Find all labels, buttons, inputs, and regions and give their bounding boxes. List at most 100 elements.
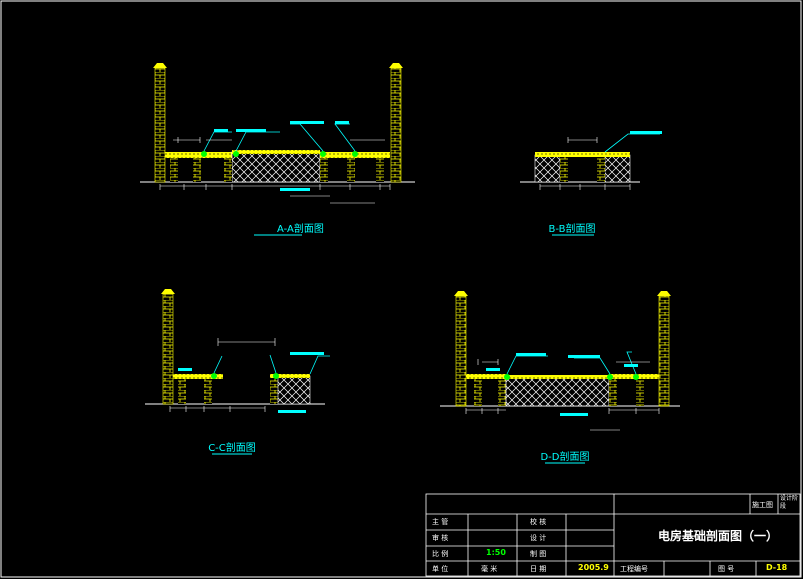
tb-review-label: 审 核	[432, 534, 449, 542]
dd-section-title: D-D剖面图	[540, 450, 589, 463]
aa-pier-5	[347, 158, 355, 182]
tb-sheet-value: D-18	[766, 563, 788, 572]
bb-note-1	[630, 131, 662, 134]
bb-right-slab	[604, 154, 631, 183]
dd-upper-dims	[477, 359, 650, 365]
dd-pipe-2	[607, 374, 613, 380]
tb-design-stage-label: 设计阶段	[780, 495, 799, 510]
aa-pier-2	[193, 158, 201, 182]
tb-scale-label: 比 例	[432, 550, 449, 558]
tb-unit-value: 毫 米	[481, 565, 498, 573]
tb-date-label: 日 期	[530, 565, 547, 573]
bb-leader	[604, 133, 660, 153]
tb-stage-label: 施工图	[752, 501, 773, 509]
aa-pier-4	[320, 158, 328, 182]
dd-right-wall	[658, 295, 670, 407]
bb-pier-1	[560, 157, 568, 182]
cc-pipe-1	[211, 373, 217, 379]
tb-date-value: 2005.9	[578, 563, 609, 572]
section-dd: D-D剖面图	[440, 291, 680, 464]
aa-dim-line	[159, 184, 391, 190]
aa-pipe-4	[352, 151, 358, 157]
bb-top-dim	[567, 137, 598, 143]
tb-check-label: 校 核	[530, 518, 547, 526]
tb-drawing-title: 电房基础剖面图（一）	[658, 529, 779, 543]
cc-pier-3	[270, 379, 278, 404]
aa-section-title: A-A剖面图	[277, 222, 324, 235]
dd-note-5	[560, 413, 588, 416]
dd-dim-lines	[465, 408, 660, 431]
dd-left-cover	[466, 374, 506, 379]
bb-section-title: B-B剖面图	[549, 222, 596, 235]
aa-note-3	[214, 129, 228, 132]
section-bb: B-B剖面图	[520, 131, 662, 236]
title-block: 主 管 校 核 审 核 设 计 比 例 1:50 制 图 单 位 毫 米 日 期…	[426, 494, 800, 576]
section-aa: A-A剖面图	[140, 63, 415, 236]
aa-pier-3	[224, 158, 232, 182]
aa-pipe-3	[320, 151, 326, 157]
cc-note-3	[278, 410, 306, 413]
cc-right-slab	[277, 375, 311, 405]
tb-sheet-label: 图 号	[718, 565, 735, 573]
dd-pipe-1	[504, 374, 510, 380]
aa-left-cover	[165, 152, 237, 158]
dd-pier-4	[636, 379, 644, 406]
cc-left-wall-cap	[161, 289, 175, 294]
dd-note-2	[568, 355, 600, 358]
cc-pier-1	[178, 379, 186, 404]
title-block-grid	[425, 493, 801, 577]
tb-project-label: 工程编号	[620, 565, 648, 573]
dd-pipe-3	[633, 374, 639, 380]
aa-right-wall	[390, 67, 402, 183]
aa-pier-6	[376, 158, 384, 182]
cc-left-wall	[162, 293, 174, 405]
bb-cover	[535, 152, 630, 157]
cc-right-cover	[270, 374, 310, 378]
cc-section-title: C-C剖面图	[208, 441, 256, 454]
dd-note-3	[486, 368, 500, 371]
aa-note-4	[335, 121, 349, 124]
cc-note-2	[178, 368, 192, 371]
dd-right-wall-cap	[657, 291, 671, 296]
cc-left-cover	[173, 374, 223, 379]
aa-center-slab	[231, 151, 321, 183]
aa-lower-dims	[290, 195, 375, 204]
section-cc: C-C剖面图	[145, 289, 330, 455]
aa-note-2	[290, 121, 324, 124]
cc-leaders	[213, 354, 330, 375]
dd-pier-1	[474, 379, 482, 406]
aa-pipe-2	[233, 151, 239, 157]
dd-note-4	[624, 364, 638, 367]
tb-manage-label: 主 管	[432, 518, 449, 526]
aa-pipe-1	[201, 151, 207, 157]
tb-unit-label: 单 位	[432, 565, 449, 573]
dd-center-cover	[506, 375, 609, 379]
cc-dim-line	[169, 406, 266, 412]
bb-left-slab	[534, 154, 561, 183]
cc-pier-2	[204, 379, 212, 404]
dd-pier-3	[609, 379, 617, 406]
bb-dim-line	[539, 184, 631, 190]
aa-left-wall-cap	[153, 63, 167, 68]
dd-note-1	[516, 353, 546, 356]
dd-left-wall	[455, 295, 467, 407]
dd-pier-2	[498, 379, 506, 406]
cc-pipe-2	[273, 373, 279, 379]
aa-note-1	[236, 129, 266, 132]
tb-design-label: 设 计	[530, 534, 547, 542]
dd-center-slab	[505, 377, 610, 407]
aa-pier-1	[170, 158, 178, 182]
aa-note-5	[280, 188, 310, 191]
tb-scale-value: 1:50	[486, 548, 506, 557]
cc-note-1	[290, 352, 324, 355]
aa-leaders	[203, 123, 356, 152]
cc-top-dim	[217, 338, 276, 346]
aa-center-cover	[232, 150, 320, 154]
aa-left-wall	[154, 67, 166, 183]
dd-left-wall-cap	[454, 291, 468, 296]
bb-pier-2	[597, 157, 605, 182]
aa-right-wall-cap	[389, 63, 403, 68]
tb-draw-label: 制 图	[530, 550, 547, 558]
